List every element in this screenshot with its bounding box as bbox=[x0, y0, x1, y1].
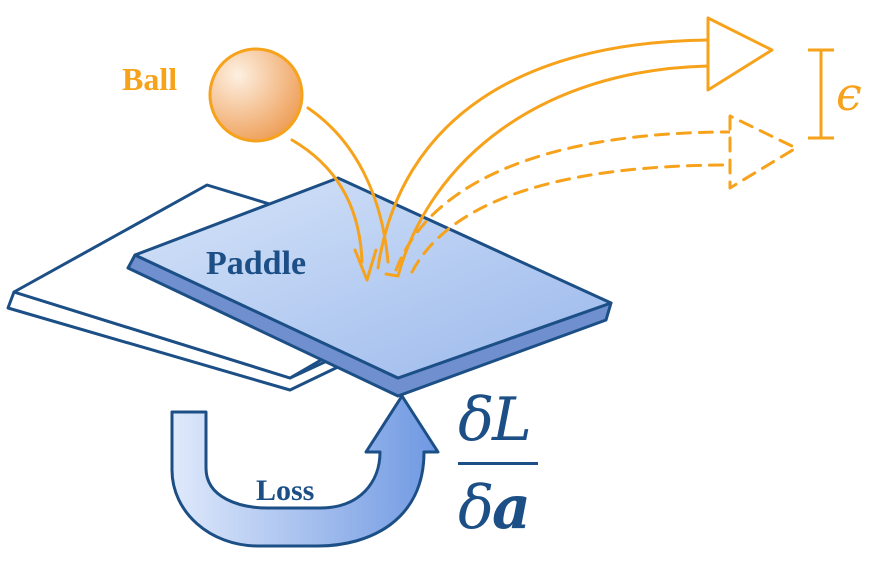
ball bbox=[208, 47, 304, 143]
perturbed-arrowhead bbox=[728, 114, 798, 190]
paddle-label: Paddle bbox=[206, 245, 306, 282]
ball-label: Ball bbox=[122, 61, 177, 97]
perturbed-trajectory-arrow bbox=[394, 114, 798, 274]
outgoing-arrow-cap bbox=[384, 272, 400, 278]
fraction-bar bbox=[458, 462, 538, 465]
paddle bbox=[126, 176, 613, 398]
paddle-top bbox=[133, 176, 613, 380]
outgoing-trajectory-lower-line bbox=[396, 64, 710, 278]
perturbed-trajectory-upper-line bbox=[394, 130, 732, 272]
epsilon-bracket bbox=[808, 48, 834, 140]
loss-label: Loss bbox=[256, 474, 314, 507]
outgoing-trajectory-arrow bbox=[376, 16, 774, 278]
gradient-fraction: δ L δ a bbox=[458, 385, 538, 543]
gradient-numerator-delta: δ bbox=[458, 385, 494, 455]
perturbed-trajectory-lower-line bbox=[410, 163, 732, 274]
gradient-denominator-var: a bbox=[492, 473, 531, 543]
loss-arrow bbox=[170, 394, 440, 548]
gradient-numerator-var: L bbox=[491, 385, 532, 455]
epsilon-label: ϵ bbox=[836, 67, 862, 121]
incoming-trajectory-left-line bbox=[290, 138, 364, 264]
gradient-denominator-delta: δ bbox=[458, 473, 494, 543]
outgoing-trajectory-upper-line bbox=[376, 38, 710, 270]
incoming-arrowhead bbox=[353, 248, 378, 282]
outgoing-arrowhead bbox=[706, 16, 774, 92]
